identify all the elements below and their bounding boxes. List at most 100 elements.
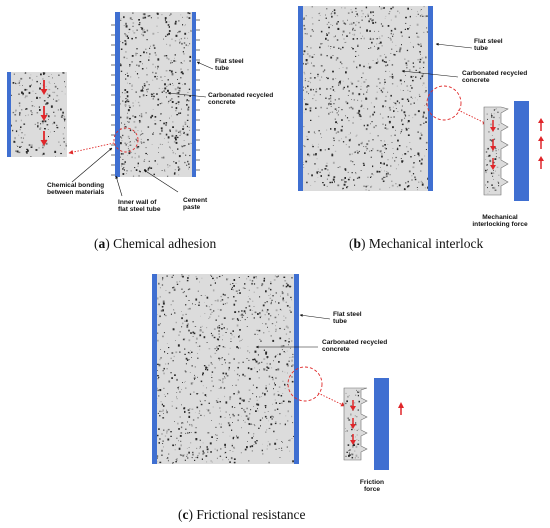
aggregate-speck — [183, 47, 185, 49]
aggregate-speck — [173, 309, 174, 310]
aggregate-speck — [492, 150, 494, 152]
aggregate-speck — [286, 446, 288, 448]
aggregate-speck — [291, 365, 293, 367]
aggregate-speck — [357, 456, 359, 459]
aggregate-speck — [347, 12, 350, 14]
aggregate-speck — [156, 297, 159, 300]
aggregate-speck — [353, 99, 355, 101]
aggregate-speck — [265, 385, 267, 387]
aggregate-speck — [290, 311, 292, 313]
aggregate-speck — [286, 363, 289, 366]
aggregate-speck — [182, 454, 185, 457]
aggregate-speck — [138, 104, 141, 107]
aggregate-speck — [216, 299, 219, 302]
aggregate-speck — [14, 111, 16, 113]
aggregate-speck — [60, 152, 62, 155]
aggregate-speck — [126, 72, 128, 74]
aggregate-speck — [399, 12, 400, 14]
aggregate-speck — [139, 61, 142, 63]
aggregate-speck — [43, 100, 46, 102]
aggregate-speck — [360, 106, 362, 108]
aggregate-speck — [187, 69, 189, 71]
aggregate-speck — [334, 181, 335, 183]
detail-steel-c — [374, 378, 389, 470]
aggregate-speck — [153, 47, 156, 49]
aggregate-speck — [192, 419, 195, 421]
aggregate-speck — [225, 411, 227, 413]
aggregate-speck — [178, 30, 180, 33]
aggregate-speck — [126, 91, 129, 94]
aggregate-speck — [233, 458, 236, 460]
aggregate-speck — [282, 345, 285, 347]
aggregate-speck — [324, 149, 326, 151]
aggregate-speck — [160, 76, 162, 78]
aggregate-speck — [327, 33, 329, 35]
aggregate-speck — [129, 64, 131, 66]
aggregate-speck — [160, 357, 162, 359]
aggregate-speck — [147, 167, 150, 170]
aggregate-speck — [498, 174, 500, 176]
aggregate-speck — [128, 121, 130, 123]
aggregate-speck — [342, 80, 344, 82]
aggregate-speck — [197, 357, 199, 359]
aggregate-speck — [304, 73, 306, 75]
aggregate-speck — [336, 22, 338, 25]
aggregate-speck — [406, 185, 409, 188]
aggregate-speck — [182, 16, 183, 18]
aggregate-speck — [123, 56, 126, 59]
aggregate-speck — [332, 25, 333, 26]
aggregate-speck — [160, 113, 162, 115]
aggregate-speck — [305, 63, 307, 65]
aggregate-speck — [342, 88, 344, 90]
aggregate-speck — [167, 457, 169, 459]
aggregate-speck — [161, 80, 163, 81]
aggregate-speck — [346, 417, 348, 419]
aggregate-speck — [355, 424, 357, 426]
aggregate-speck — [308, 93, 309, 95]
aggregate-speck — [146, 52, 148, 54]
aggregate-speck — [271, 418, 273, 420]
aggregate-speck — [404, 81, 405, 83]
aggregate-speck — [169, 129, 171, 131]
aggregate-speck — [251, 445, 254, 448]
aggregate-speck — [290, 285, 292, 287]
aggregate-speck — [193, 391, 195, 393]
aggregate-speck — [31, 101, 33, 102]
aggregate-speck — [27, 149, 29, 152]
aggregate-speck — [389, 187, 391, 189]
aggregate-speck — [323, 70, 325, 72]
aggregate-speck — [120, 48, 123, 50]
aggregate-speck — [391, 142, 393, 143]
aggregate-speck — [20, 126, 22, 128]
aggregate-speck — [487, 187, 488, 189]
aggregate-speck — [224, 303, 226, 305]
aggregate-speck — [176, 378, 178, 381]
aggregate-speck — [208, 348, 211, 350]
aggregate-speck — [169, 14, 171, 16]
aggregate-speck — [185, 295, 187, 297]
aggregate-speck — [382, 7, 384, 9]
aggregate-speck — [185, 304, 187, 306]
aggregate-speck — [197, 290, 199, 292]
aggregate-speck — [385, 95, 387, 98]
aggregate-speck — [233, 393, 235, 395]
aggregate-speck — [125, 99, 128, 102]
aggregate-speck — [161, 449, 163, 452]
aggregate-speck — [317, 146, 319, 148]
aggregate-speck — [235, 283, 237, 284]
aggregate-speck — [291, 359, 293, 362]
aggregate-speck — [411, 87, 413, 89]
aggregate-speck — [136, 53, 138, 54]
aggregate-speck — [337, 122, 338, 124]
aggregate-speck — [326, 129, 328, 131]
aggregate-speck — [189, 353, 191, 355]
aggregate-speck — [152, 133, 154, 135]
aggregate-speck — [228, 369, 230, 371]
aggregate-speck — [171, 98, 173, 100]
aggregate-speck — [334, 128, 336, 130]
aggregate-speck — [195, 438, 198, 441]
aggregate-speck — [319, 46, 321, 49]
aggregate-speck — [228, 366, 230, 369]
aggregate-speck — [154, 120, 156, 121]
